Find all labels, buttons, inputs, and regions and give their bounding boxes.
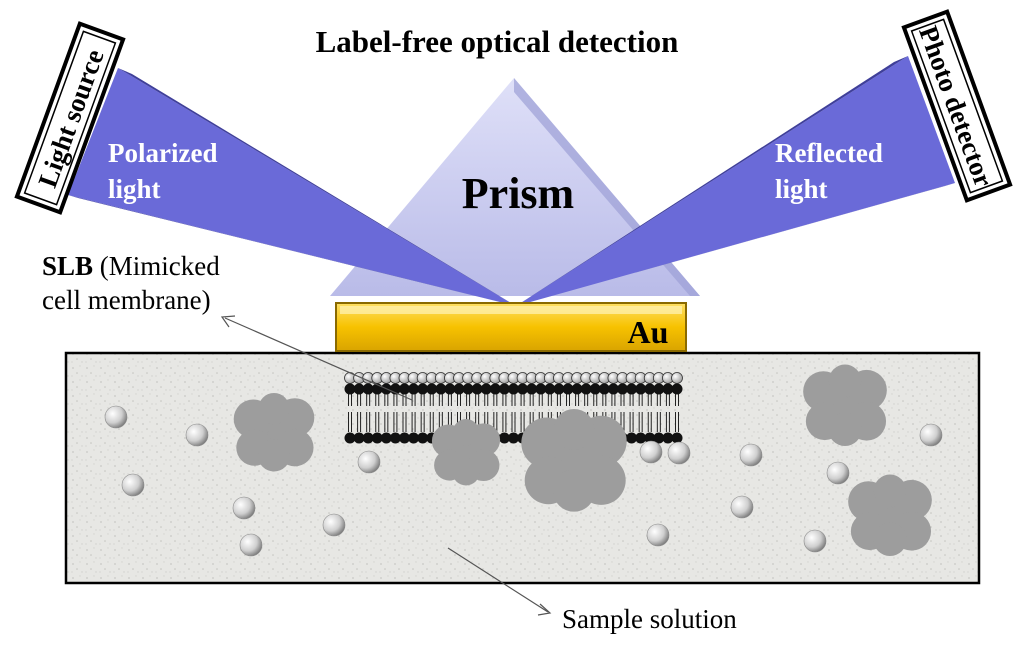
protein-blobs (233, 364, 932, 557)
incident-beam-label-line1: Polarized (108, 138, 217, 168)
nanoparticle-sphere (232, 496, 256, 520)
nanoparticle-sphere (730, 495, 754, 519)
gold-film: Au (335, 302, 687, 352)
diagram-title: Label-free optical detection (316, 24, 679, 59)
reflected-beam: Reflected light (516, 56, 955, 306)
nanoparticle-sphere (639, 440, 663, 464)
nanoparticle-sphere (239, 533, 263, 557)
nanoparticle-sphere (322, 513, 346, 537)
protein-blob (431, 419, 501, 486)
lipid-bilayer (344, 372, 683, 444)
protein-blob (848, 474, 932, 557)
incident-beam-label-line2: light (108, 174, 161, 204)
nanoparticle-sphere (826, 461, 850, 485)
reflected-beam-label-line1: Reflected (775, 138, 883, 168)
sample-annotation: Sample solution (447, 547, 737, 634)
sample-pointer-line (447, 547, 549, 613)
slb-annotation-line2: cell membrane) (42, 285, 211, 315)
nanoparticle-sphere (739, 443, 763, 467)
nanoparticle-spheres (104, 405, 943, 557)
slb-pointer-arrowhead (220, 315, 236, 328)
sample-annotation-label: Sample solution (562, 604, 737, 634)
nanoparticle-sphere (919, 423, 943, 447)
lipid-molecule (362, 372, 375, 444)
protein-blob (233, 393, 315, 472)
nanoparticle-sphere (667, 441, 691, 465)
nanoparticle-sphere (357, 450, 381, 474)
nanoparticle-sphere (803, 529, 827, 553)
sample-pointer-arrowhead (537, 603, 552, 616)
protein-blob (803, 364, 887, 447)
nanoparticle-sphere (104, 405, 128, 429)
slb-pointer-line (224, 317, 413, 401)
gold-label: Au (628, 314, 669, 350)
nanoparticle-sphere (185, 423, 209, 447)
svg-text:SLB (Mimicked: SLB (Mimicked (42, 251, 220, 281)
protein-blob (521, 409, 627, 512)
slb-annotation: SLB (Mimicked cell membrane) (42, 251, 413, 401)
incident-beam: Polarized light (68, 68, 516, 306)
prism-label: Prism (462, 169, 574, 218)
nanoparticle-sphere (121, 473, 145, 497)
slb-annotation-rest: (Mimicked (93, 251, 220, 281)
reflected-beam-label-line2: light (775, 174, 828, 204)
slb-annotation-bold: SLB (42, 251, 93, 281)
lipid-molecule (389, 372, 402, 444)
nanoparticle-sphere (646, 523, 670, 547)
